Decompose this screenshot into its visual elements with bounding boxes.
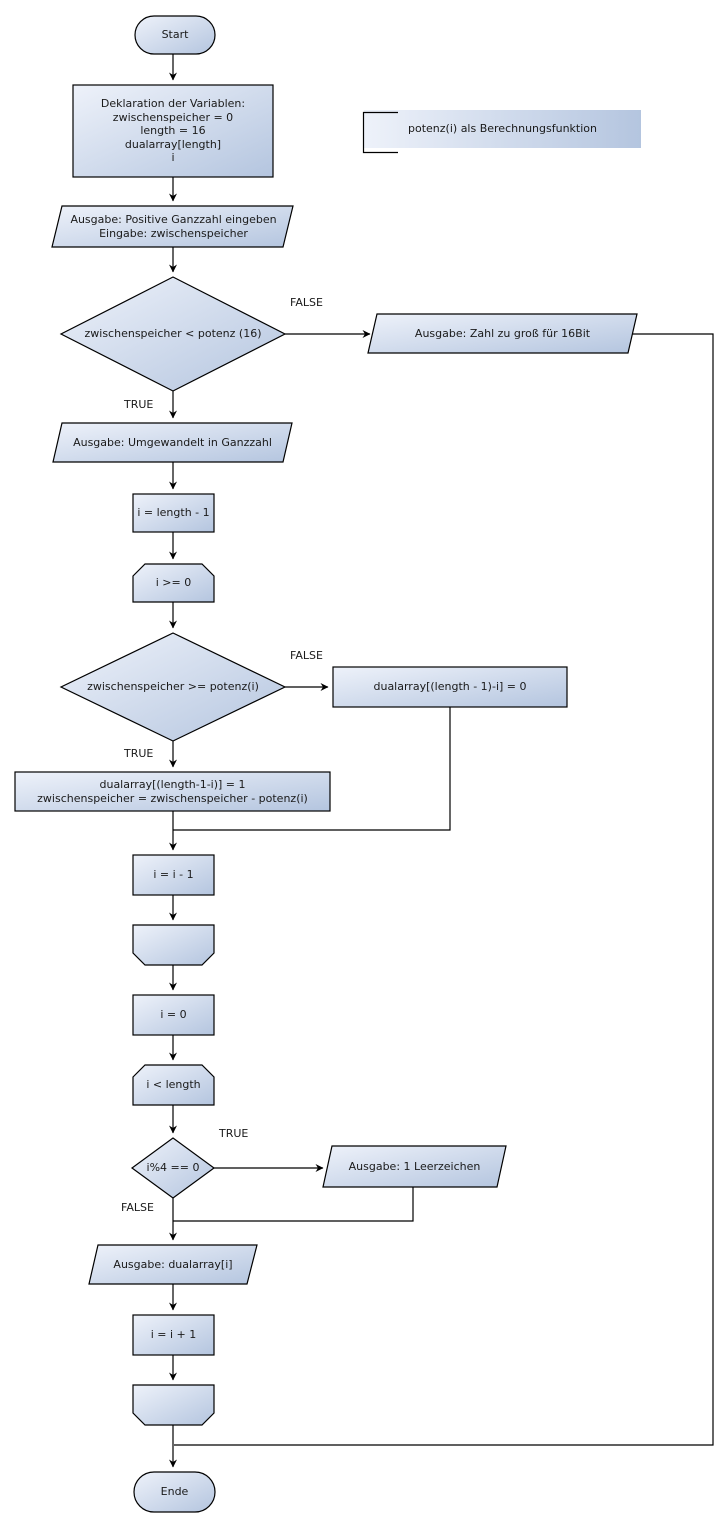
loop1-start-shape: [132, 563, 215, 603]
connector-setzero-join: [173, 707, 451, 831]
connector-spaceout-join: [173, 1187, 414, 1222]
legend: [362, 110, 641, 154]
reset-i-process-shape: [132, 994, 215, 1036]
increment-i-process-shape: [132, 1314, 215, 1356]
check-potenz-decision-shape: [59, 632, 287, 742]
start-terminator-shape: [134, 15, 216, 55]
check-mod4-decision-shape: [130, 1137, 216, 1199]
set-zero-process-shape: [332, 666, 568, 708]
connector-toobig-ende: [174, 333, 714, 1446]
set-one-process-shape: [14, 771, 331, 812]
too-big-io-shape: [367, 313, 638, 354]
init-i-process-shape: [132, 493, 215, 533]
decrement-i-process-shape: [132, 854, 215, 896]
check-16bit-decision-shape: [59, 276, 287, 392]
space-out-io-shape: [322, 1145, 507, 1188]
declaration-process-shape: [72, 84, 274, 178]
converted-io-shape: [52, 422, 293, 463]
connectors: [169, 54, 714, 1468]
loop2-start-shape: [132, 1064, 215, 1106]
annotation-bracket-icon: [362, 111, 398, 154]
loop2-end-shape: [132, 1384, 215, 1426]
ende-terminator-shape: [133, 1471, 216, 1513]
input-number-io-shape: [51, 205, 294, 248]
print-digit-io-shape: [88, 1244, 258, 1285]
legend-shape: [364, 110, 641, 148]
loop1-end-shape: [132, 924, 215, 966]
shapes: [14, 15, 638, 1513]
